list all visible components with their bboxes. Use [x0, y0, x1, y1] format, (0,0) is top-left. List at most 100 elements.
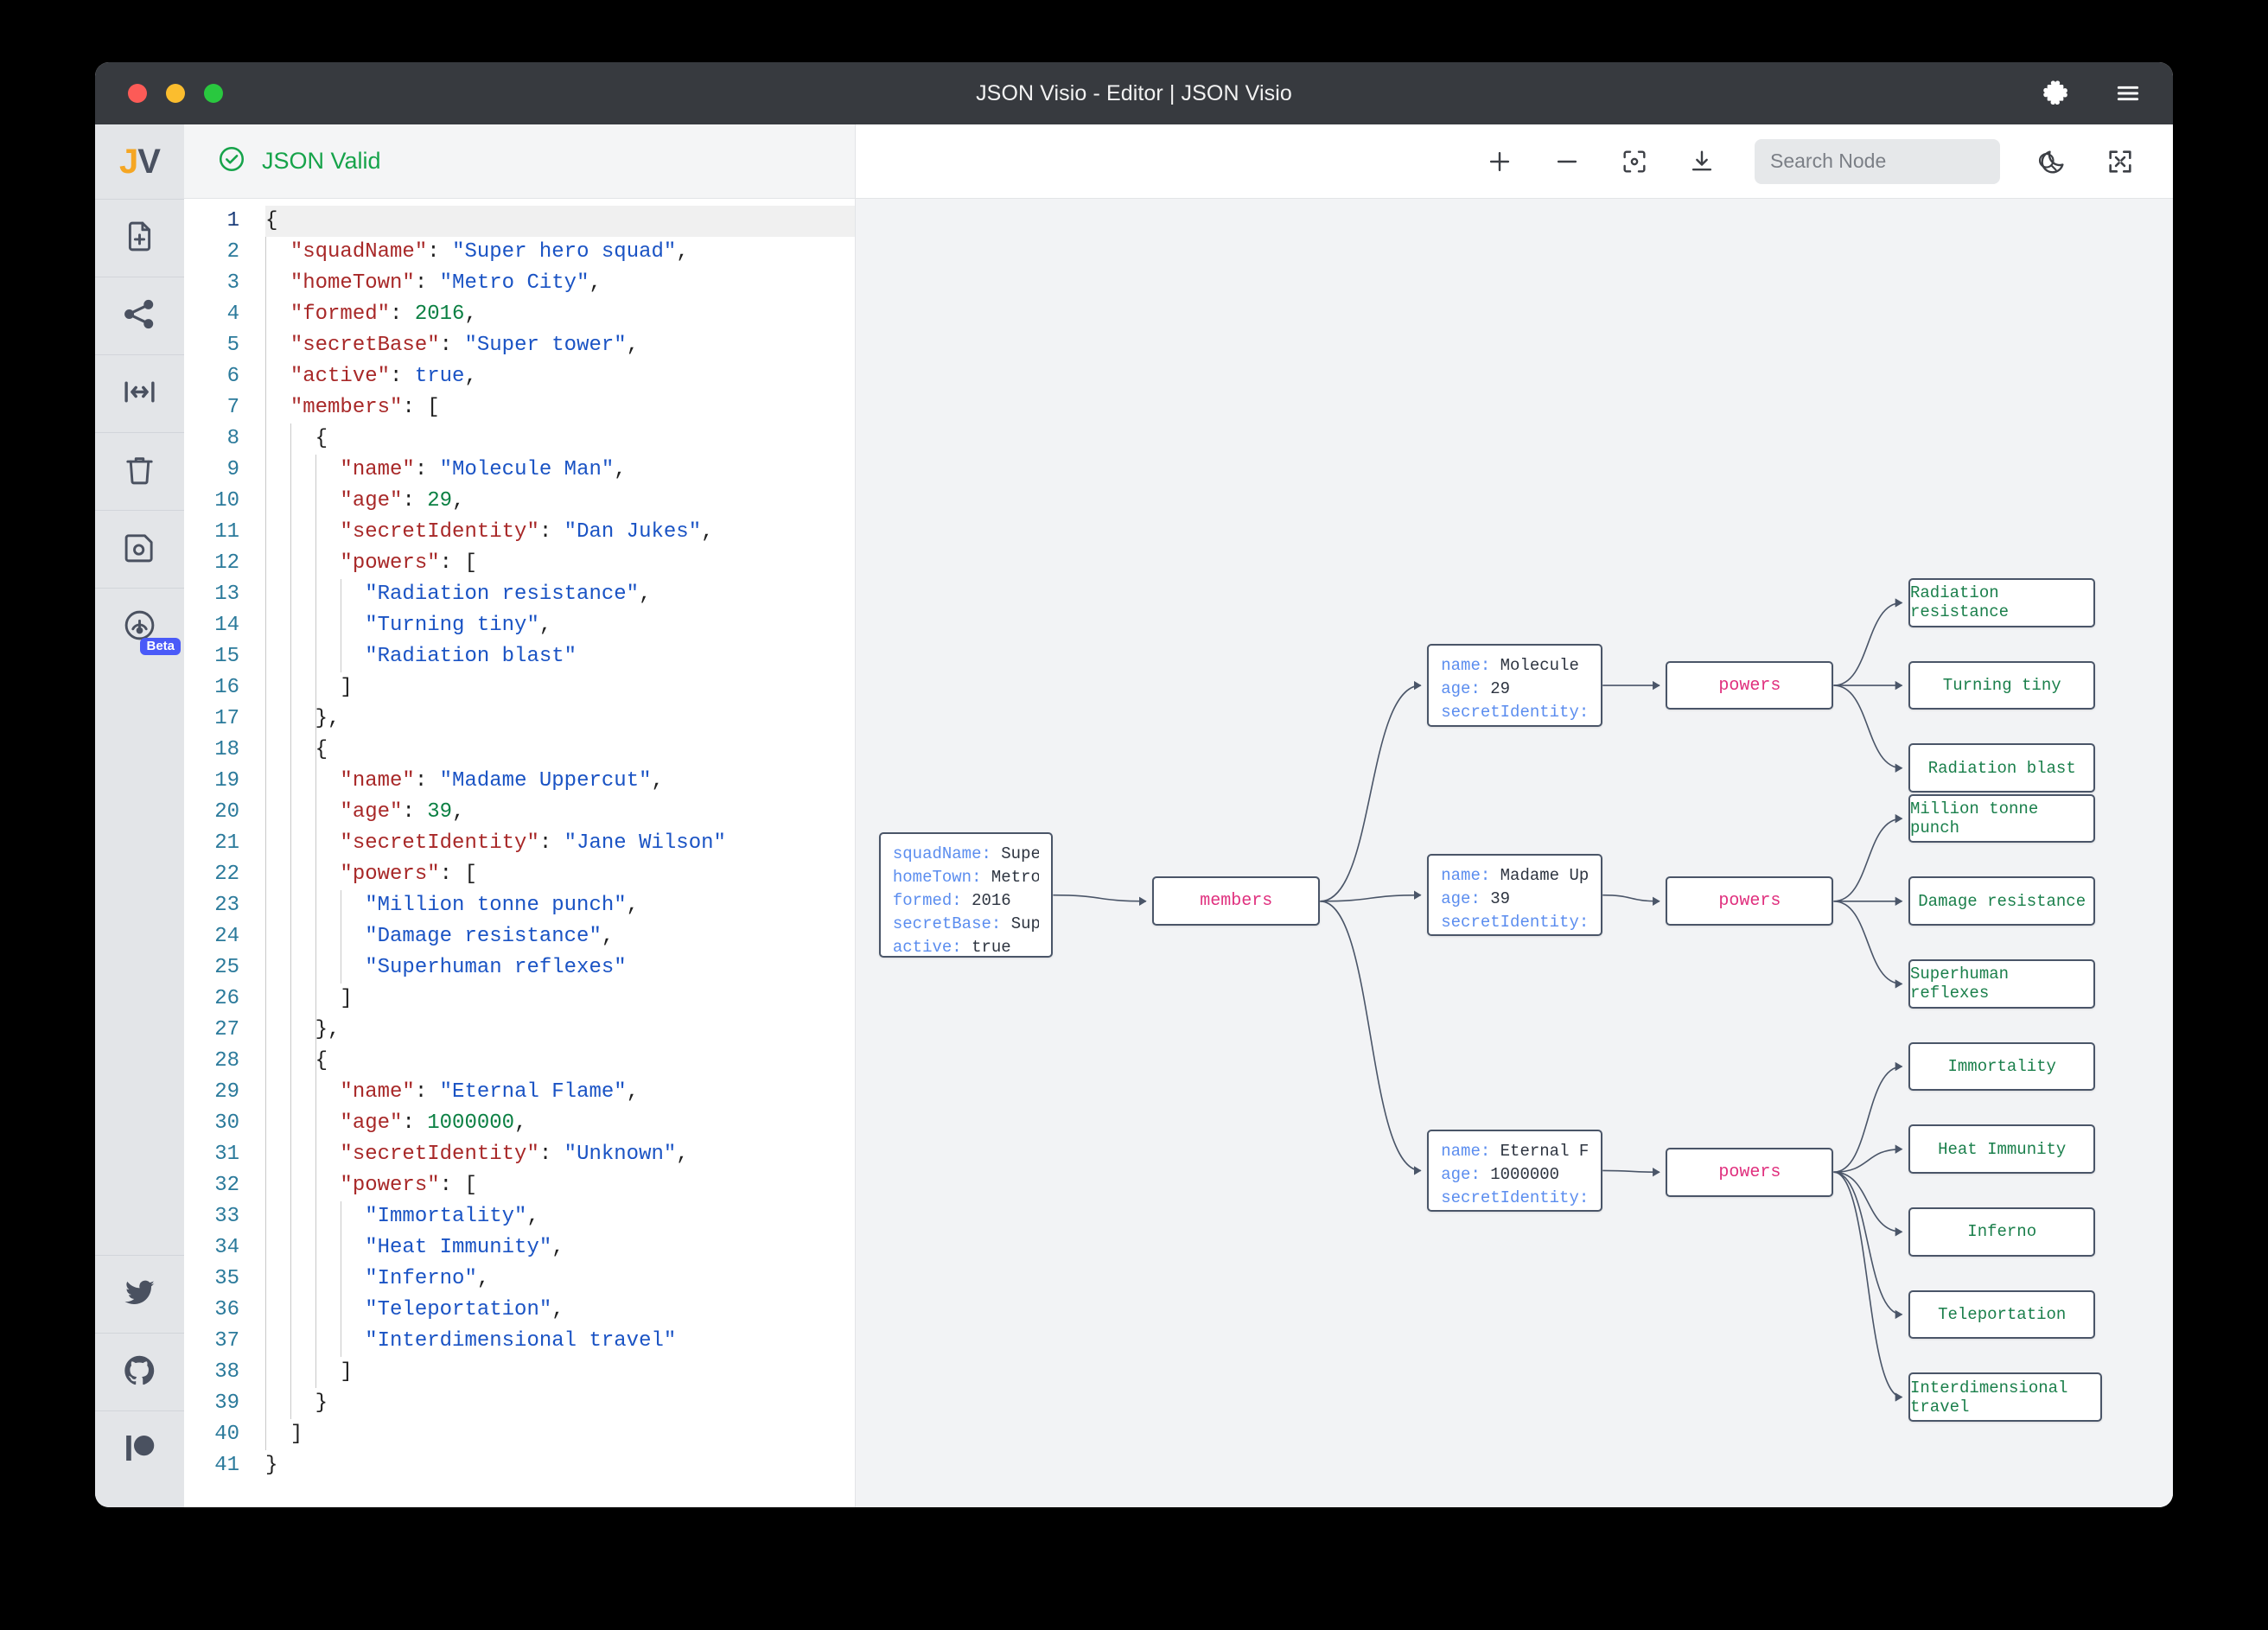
code-line[interactable]: "powers": [ — [265, 548, 855, 579]
code-line[interactable]: "Heat Immunity", — [265, 1232, 855, 1264]
code-line[interactable]: "active": true, — [265, 361, 855, 392]
graph-leaf-node[interactable]: Inferno — [1908, 1207, 2096, 1257]
graph-property-node[interactable]: powers — [1666, 1147, 1834, 1197]
code-line[interactable]: "name": "Molecule Man", — [265, 455, 855, 486]
fit-width-button[interactable] — [95, 354, 184, 432]
code-line[interactable]: ] — [265, 984, 855, 1015]
code-line[interactable]: "Radiation resistance", — [265, 579, 855, 610]
patreon-link[interactable] — [95, 1410, 184, 1488]
dark-mode-button[interactable] — [2038, 147, 2067, 176]
code-line[interactable]: "secretIdentity": "Unknown", — [265, 1139, 855, 1170]
compare-button[interactable]: Beta — [95, 588, 184, 665]
graph-leaf-node[interactable]: Superhuman reflexes — [1908, 959, 2096, 1009]
graph-leaf-node[interactable]: Radiation resistance — [1908, 578, 2096, 627]
graph-canvas[interactable]: squadName: Super hero…homeTown: Metro Ci… — [856, 199, 2173, 1507]
code-line[interactable]: "homeTown": "Metro City", — [265, 268, 855, 299]
code-line[interactable]: "age": 1000000, — [265, 1108, 855, 1139]
search-node-input[interactable] — [1770, 150, 2026, 173]
code-line[interactable]: "Superhuman reflexes" — [265, 952, 855, 984]
code-line[interactable]: "secretIdentity": "Dan Jukes", — [265, 517, 855, 548]
code-line[interactable]: "squadName": "Super hero squad", — [265, 237, 855, 268]
minimize-window-button[interactable] — [166, 84, 185, 103]
code-line[interactable]: }, — [265, 1015, 855, 1046]
share-graph-icon — [122, 296, 157, 336]
graph-node-value: Madame Uppercut — [1500, 865, 1590, 885]
hamburger-menu-icon[interactable] — [2114, 80, 2142, 107]
code-line[interactable]: }, — [265, 704, 855, 735]
code-line[interactable]: "members": [ — [265, 392, 855, 423]
graph-leaf-node[interactable]: Interdimensional travel — [1908, 1372, 2102, 1422]
code-token: "powers" — [340, 863, 440, 886]
graph-leaf-node[interactable]: Immortality — [1908, 1041, 2096, 1092]
code-line[interactable]: ] — [265, 1419, 855, 1450]
code-line[interactable]: "secretBase": "Super tower", — [265, 330, 855, 361]
code-line[interactable]: "Million tonne punch", — [265, 890, 855, 921]
fullscreen-button[interactable] — [2106, 147, 2135, 176]
graph-leaf-node[interactable]: Heat Immunity — [1908, 1124, 2096, 1174]
code-line[interactable]: { — [265, 423, 855, 455]
zoom-out-button[interactable] — [1552, 147, 1582, 176]
center-focus-button[interactable] — [1620, 147, 1649, 176]
code-line[interactable]: { — [265, 206, 855, 237]
maximize-window-button[interactable] — [204, 84, 223, 103]
share-graph-button[interactable] — [95, 277, 184, 354]
code-content[interactable]: { "squadName": "Super hero squad", "home… — [253, 206, 855, 1507]
graph-leaf-node[interactable]: Turning tiny — [1908, 660, 2096, 710]
new-file-button[interactable] — [95, 199, 184, 277]
code-token: 29 — [427, 489, 453, 513]
search-node-box[interactable] — [1755, 138, 2057, 184]
close-window-button[interactable] — [128, 84, 147, 103]
code-token: "Superhuman reflexes" — [365, 956, 627, 979]
code-token: "age" — [340, 800, 403, 824]
github-link[interactable] — [95, 1333, 184, 1410]
graph-node-row: secretIdentity: Unkno… — [1441, 1187, 1589, 1210]
code-line[interactable]: "Turning tiny", — [265, 610, 855, 641]
graph-leaf-node[interactable]: Radiation blast — [1908, 743, 2096, 793]
graph-object-node[interactable]: name: Madame Uppercutage: 39secretIdenti… — [1427, 853, 1603, 937]
clear-button[interactable] — [95, 432, 184, 510]
graph-leaf-node[interactable]: Damage resistance — [1908, 876, 2096, 926]
code-line[interactable]: { — [265, 735, 855, 766]
code-line[interactable]: "powers": [ — [265, 859, 855, 890]
extensions-icon[interactable] — [2043, 80, 2071, 107]
download-button[interactable] — [1687, 147, 1717, 176]
graph-node-row: secretIdentity: Jane … — [1441, 911, 1589, 934]
save-button[interactable] — [95, 510, 184, 588]
code-line[interactable]: { — [265, 1046, 855, 1077]
code-line[interactable]: } — [265, 1450, 855, 1481]
code-line[interactable]: "age": 29, — [265, 486, 855, 517]
code-line[interactable]: } — [265, 1388, 855, 1419]
graph-leaf-node[interactable]: Million tonne punch — [1908, 793, 2096, 844]
graph-node-key: name: — [1441, 865, 1500, 885]
code-line[interactable]: "secretIdentity": "Jane Wilson" — [265, 828, 855, 859]
graph-object-node[interactable]: squadName: Super hero…homeTown: Metro Ci… — [878, 832, 1054, 958]
line-number: 28 — [214, 1049, 239, 1073]
code-line[interactable]: "Interdimensional travel" — [265, 1326, 855, 1357]
code-line[interactable]: ] — [265, 672, 855, 704]
code-line[interactable]: "Immortality", — [265, 1201, 855, 1232]
graph-edge — [1833, 1172, 1903, 1239]
code-line[interactable]: "Damage resistance", — [265, 921, 855, 952]
graph-property-node[interactable]: members — [1152, 876, 1321, 926]
code-line[interactable]: ] — [265, 1357, 855, 1388]
line-number: 14 — [214, 614, 239, 637]
code-line[interactable]: "name": "Eternal Flame", — [265, 1077, 855, 1108]
code-line[interactable]: "powers": [ — [265, 1170, 855, 1201]
graph-leaf-node[interactable]: Teleportation — [1908, 1289, 2096, 1340]
zoom-in-button[interactable] — [1485, 147, 1514, 176]
graph-object-node[interactable]: name: Molecule Manage: 29secretIdentity:… — [1427, 644, 1603, 727]
graph-object-node[interactable]: name: Eternal Flameage: 1000000secretIde… — [1427, 1129, 1603, 1213]
code-line[interactable]: "Radiation blast" — [265, 641, 855, 672]
graph-property-node[interactable]: powers — [1666, 876, 1834, 926]
code-line[interactable]: "age": 39, — [265, 797, 855, 828]
code-line[interactable]: "Teleportation", — [265, 1295, 855, 1326]
code-line[interactable]: "Inferno", — [265, 1264, 855, 1295]
code-line[interactable]: "name": "Madame Uppercut", — [265, 766, 855, 797]
code-line[interactable]: "formed": 2016, — [265, 299, 855, 330]
code-token: ] — [290, 1423, 303, 1446]
twitter-link[interactable] — [95, 1255, 184, 1333]
code-token: 1000000 — [427, 1111, 515, 1135]
graph-property-node[interactable]: powers — [1666, 660, 1834, 710]
